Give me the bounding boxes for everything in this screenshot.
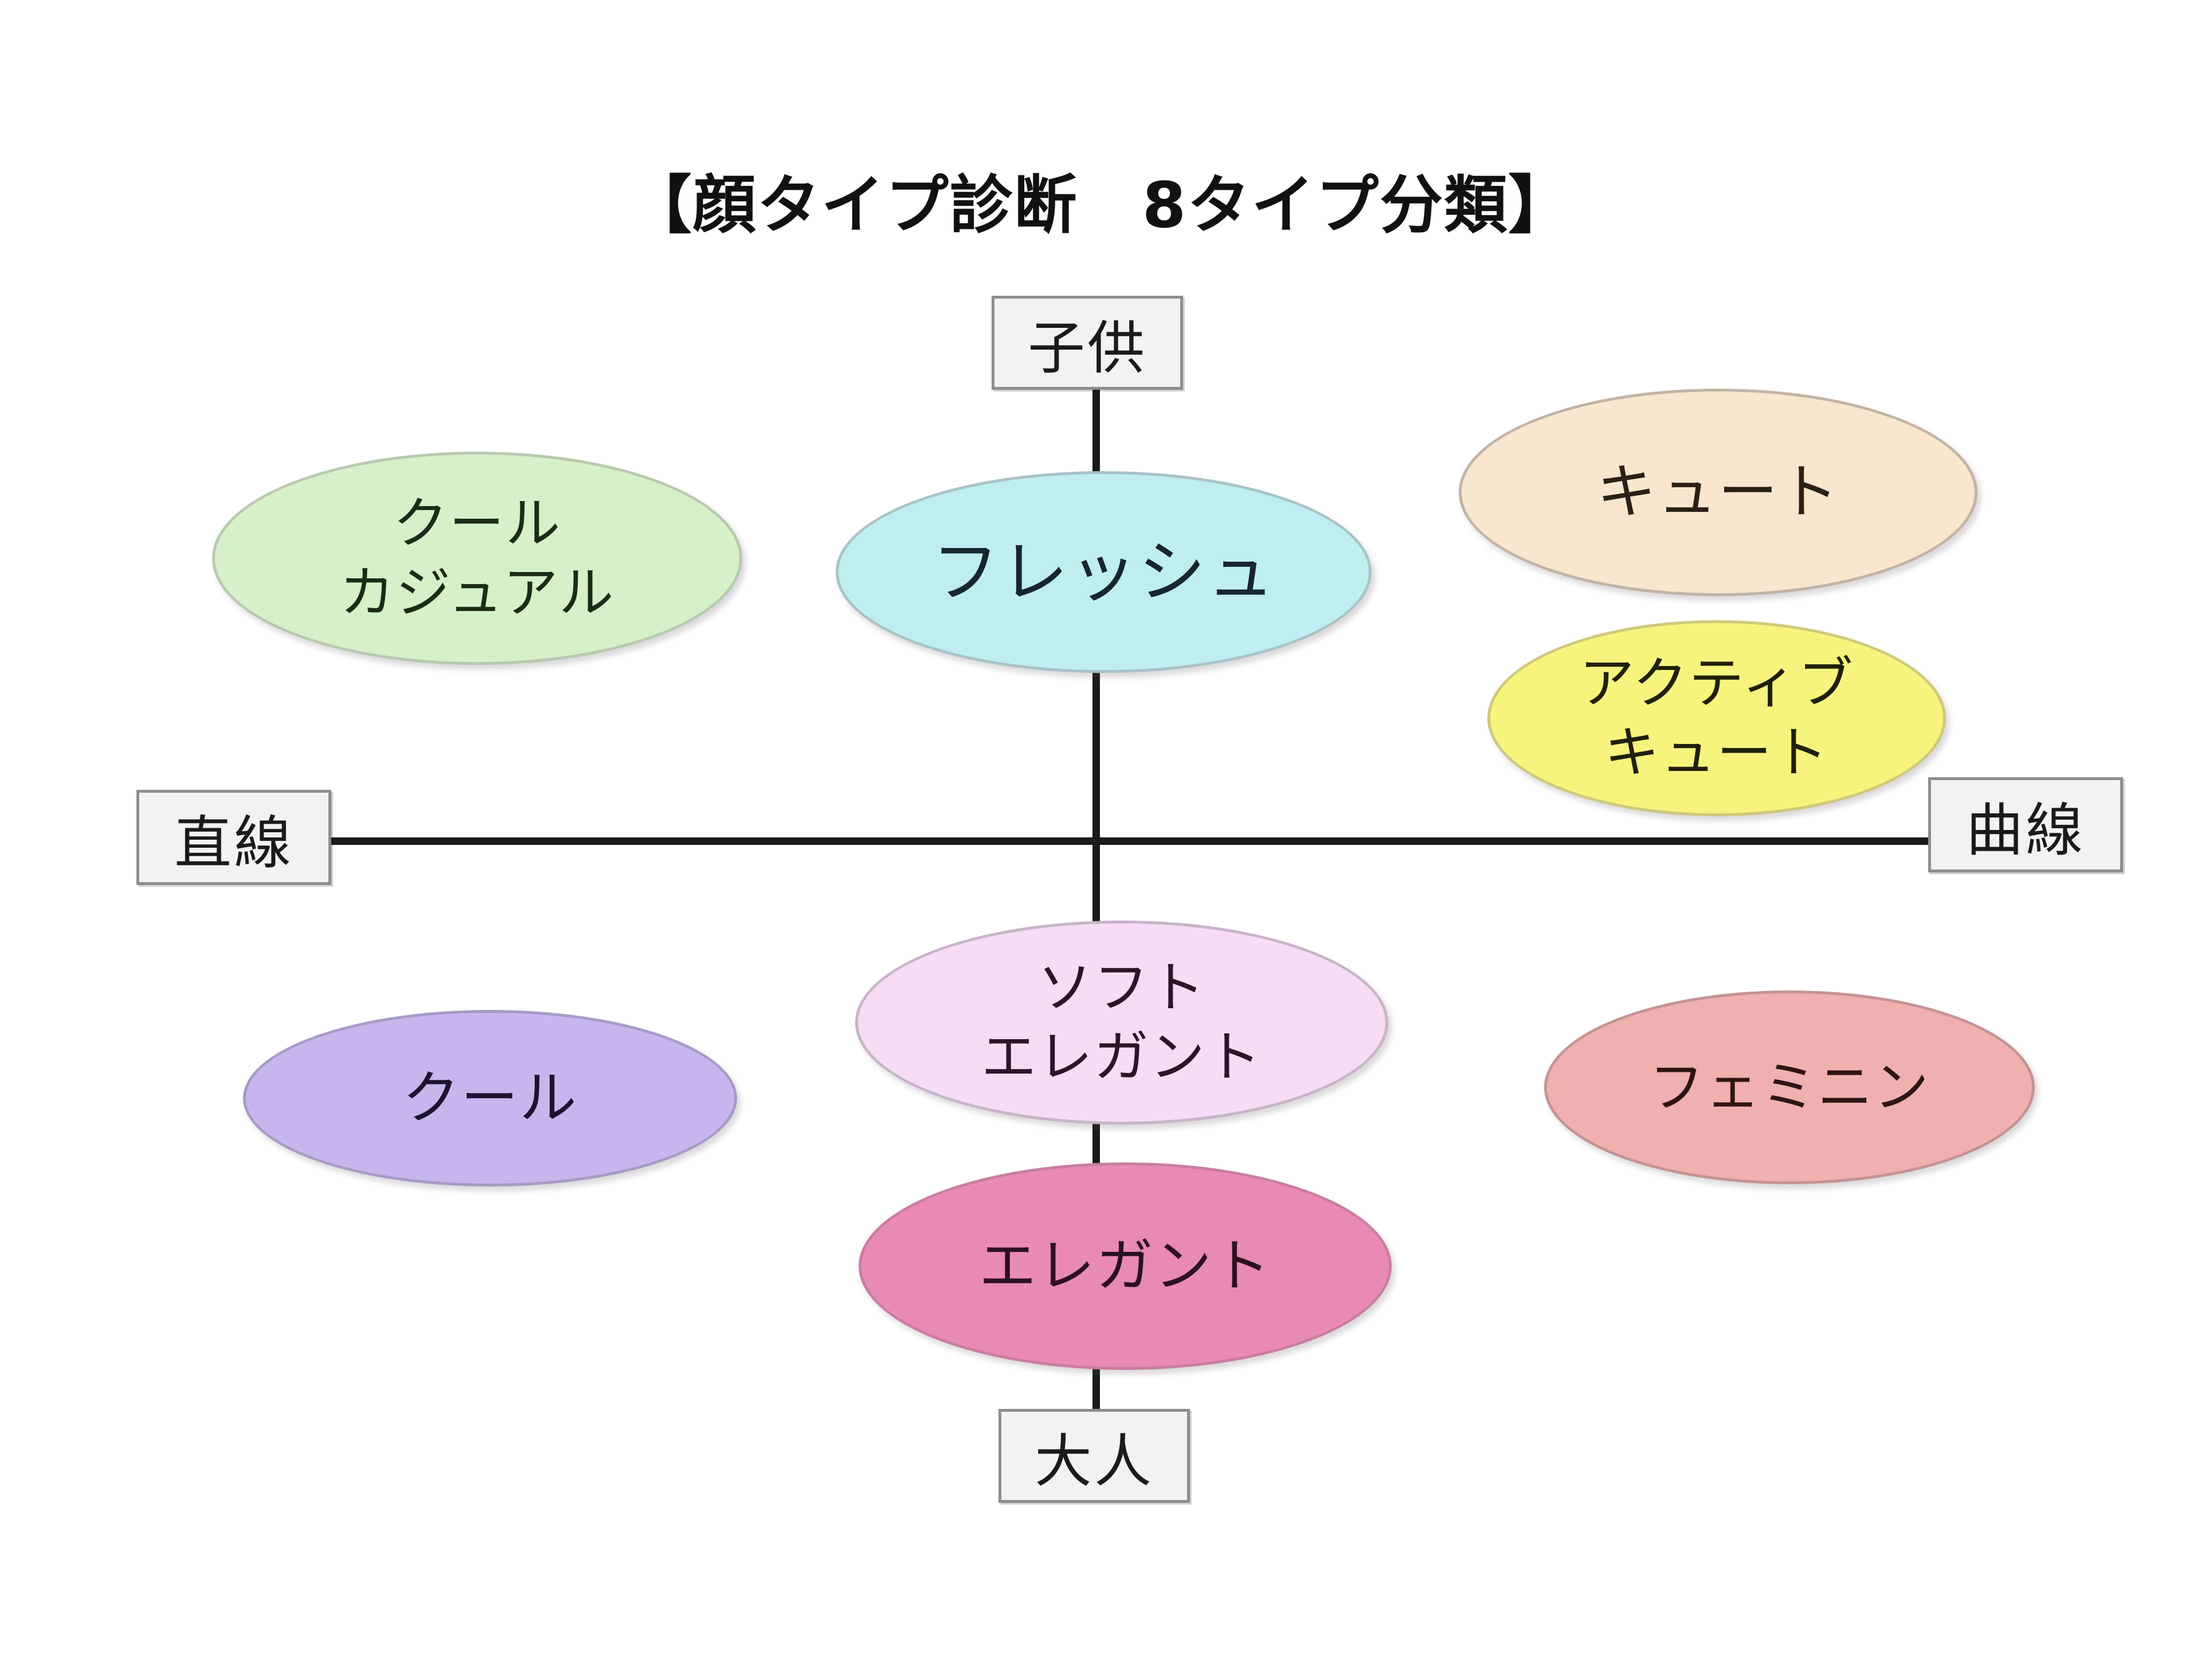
axis-label-child: 子供: [992, 296, 1183, 390]
bubble-elegant-label: エレガント: [979, 1232, 1271, 1299]
axis-label-curve: 曲線: [1928, 777, 2123, 872]
bubble-cool-label: クール: [402, 1064, 578, 1131]
axis-label-straight: 直線: [136, 790, 331, 885]
bubble-cute-label: キュート: [1596, 457, 1840, 527]
axis-label-adult: 大人: [998, 1409, 1190, 1503]
page-title: 【顔タイプ診断 8タイプ分類】: [628, 169, 1573, 242]
axis-label-child-text: 子供: [1028, 314, 1147, 382]
bubble-cute[interactable]: キュート: [1459, 389, 1977, 596]
bubble-feminine[interactable]: フェミニン: [1544, 990, 2035, 1184]
bubble-active-cute-label: アクティブ キュート: [1579, 651, 1854, 785]
bubble-fresh-label: フレッシュ: [931, 532, 1276, 612]
bubble-active-cute[interactable]: アクティブ キュート: [1487, 620, 1946, 816]
axis-label-straight-text: 直線: [174, 809, 293, 876]
bubble-soft-elegant-label: ソフト エレガント: [981, 955, 1262, 1089]
bubble-feminine-label: フェミニン: [1649, 1055, 1930, 1119]
horizontal-axis-line: [327, 837, 1932, 845]
axis-label-adult-text: 大人: [1035, 1427, 1154, 1495]
bubble-soft-elegant[interactable]: ソフト エレガント: [855, 921, 1388, 1125]
axis-label-curve-text: 曲線: [1966, 796, 2085, 864]
bubble-elegant[interactable]: エレガント: [859, 1162, 1392, 1370]
bubble-cool-casual[interactable]: クール カジュアル: [212, 452, 742, 665]
bubble-cool[interactable]: クール: [243, 1010, 737, 1186]
bubble-fresh[interactable]: フレッシュ: [836, 471, 1372, 673]
bubble-cool-casual-label: クール カジュアル: [339, 491, 615, 625]
